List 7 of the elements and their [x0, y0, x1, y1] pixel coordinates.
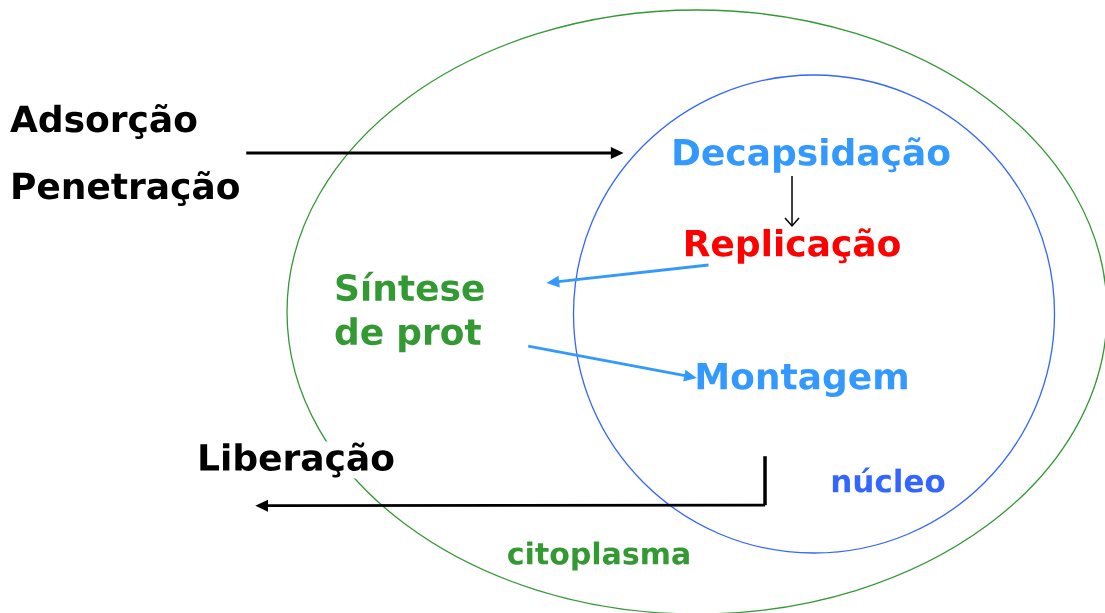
stage-label: Montagem — [693, 362, 911, 398]
stage-label: Decapsidação — [670, 136, 952, 174]
arrow — [784, 175, 800, 228]
stage-label: Adsorção Penetração — [9, 102, 261, 208]
stage-label: Síntese de prot — [333, 270, 495, 354]
stage-label: Liberação — [196, 441, 396, 479]
stage-label: Replicação — [681, 227, 903, 265]
